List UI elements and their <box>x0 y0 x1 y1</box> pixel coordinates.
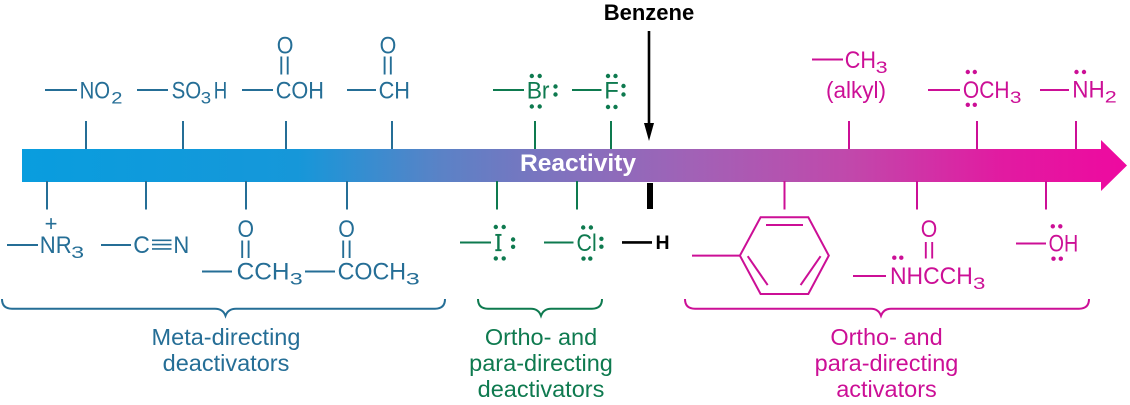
svg-text:3: 3 <box>1010 88 1022 107</box>
svg-text:NR: NR <box>40 232 72 259</box>
svg-text:Ortho- and: Ortho- and <box>485 324 597 350</box>
svg-text:CCH: CCH <box>237 259 290 286</box>
svg-text:3: 3 <box>71 243 84 262</box>
svg-text:3: 3 <box>973 274 985 293</box>
svg-text:2: 2 <box>1105 88 1117 107</box>
svg-text:COCH: COCH <box>338 259 407 286</box>
svg-text:Br: Br <box>527 78 550 105</box>
svg-text:SO: SO <box>172 78 202 105</box>
svg-text:O: O <box>380 33 397 60</box>
svg-text:Meta-directing: Meta-directing <box>152 324 301 350</box>
svg-text:activators: activators <box>836 376 937 402</box>
svg-text:3: 3 <box>290 270 303 289</box>
svg-text:CH: CH <box>845 47 876 74</box>
svg-text:3: 3 <box>201 89 211 108</box>
svg-text:deactivators: deactivators <box>163 350 290 376</box>
svg-text:2: 2 <box>111 89 122 108</box>
svg-text:para-directing: para-directing <box>469 350 613 376</box>
svg-text:Ortho- and: Ortho- and <box>830 324 942 350</box>
svg-text:3: 3 <box>876 58 888 77</box>
svg-text:NO: NO <box>80 78 111 105</box>
svg-text:OCH: OCH <box>963 77 1010 104</box>
svg-text:Reactivity: Reactivity <box>520 150 637 177</box>
svg-text:3: 3 <box>406 270 420 289</box>
svg-text:O: O <box>338 216 355 243</box>
svg-text:F: F <box>604 78 619 105</box>
svg-text:H: H <box>656 232 670 254</box>
svg-text:Cl: Cl <box>577 230 597 257</box>
svg-text:O: O <box>277 33 294 60</box>
svg-text:O: O <box>238 216 255 243</box>
svg-text:deactivators: deactivators <box>478 376 605 402</box>
svg-text:CH: CH <box>379 78 410 105</box>
svg-text:N: N <box>173 232 189 259</box>
svg-text:Benzene: Benzene <box>604 0 694 25</box>
svg-text:+: + <box>45 211 58 236</box>
svg-text:para-directing: para-directing <box>815 350 959 376</box>
svg-text:NHCCH: NHCCH <box>890 263 973 290</box>
svg-text:C: C <box>133 232 150 259</box>
svg-text:COH: COH <box>276 78 324 105</box>
svg-text:NH: NH <box>1072 77 1104 104</box>
svg-text:H: H <box>214 78 228 105</box>
svg-text:(alkyl): (alkyl) <box>826 77 886 103</box>
svg-text:OH: OH <box>1049 231 1079 258</box>
svg-text:O: O <box>921 216 938 243</box>
